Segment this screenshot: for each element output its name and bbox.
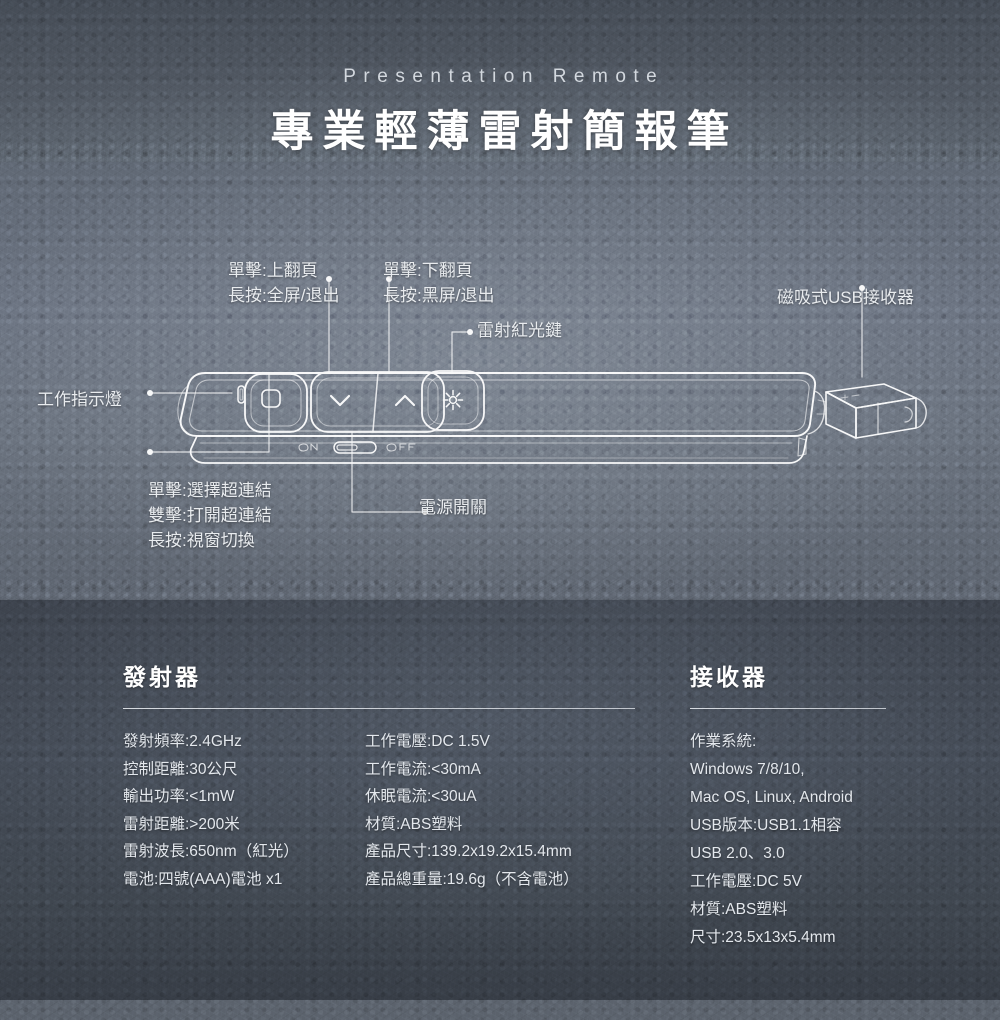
callout-line: 長按:視窗切換 xyxy=(148,531,255,550)
spec-line: 工作電壓:DC 5V xyxy=(690,873,802,890)
callout-line: 長按:全屏/退出 xyxy=(228,286,340,305)
callout-line: 長按:黑屏/退出 xyxy=(383,286,495,305)
hyperlink-button xyxy=(244,373,308,433)
callout-line: 雷射紅光鍵 xyxy=(477,321,562,340)
spec-title-receiver: 接收器 xyxy=(690,664,768,690)
callout-hyperlink-button: 單擊:選擇超連結 雙擊:打開超連結 長按:視窗切換 xyxy=(148,478,272,553)
divider xyxy=(123,708,635,709)
spec-line: 雷射距離:>200米 xyxy=(123,815,240,833)
spec-line: Mac OS, Linux, Android xyxy=(690,789,853,806)
remote-line-art xyxy=(147,276,927,515)
spec-group-receiver: 接收器 作業系統: Windows 7/8/10, Mac OS, Linux,… xyxy=(690,658,950,952)
callout-next-page: 單擊:下翻頁 長按:黑屏/退出 xyxy=(383,258,494,308)
spec-column-transmitter-2: 工作電壓:DC 1.5V 工作電流:<30mA 休眠電流:<30uA 材質:AB… xyxy=(365,728,635,893)
divider xyxy=(690,708,886,709)
power-switch xyxy=(298,441,416,454)
callout-line: 單擊:選擇超連結 xyxy=(148,481,272,500)
page-rocker xyxy=(310,371,445,433)
laser-sunburst-icon xyxy=(442,389,464,411)
eyebrow-title: Presentation Remote xyxy=(343,66,665,87)
specifications-section: 發射器 發射頻率:2.4GHz 控制距離:30公尺 輸出功率:<1mW 雷射距離… xyxy=(0,600,1000,1000)
callout-usb-receiver: 磁吸式USB接收器 xyxy=(777,285,914,310)
callout-power-switch: 電源開關 xyxy=(419,495,487,520)
callout-laser-key: 雷射紅光鍵 xyxy=(477,318,562,343)
callout-line: 磁吸式USB接收器 xyxy=(777,288,914,307)
spec-line: 產品尺寸:139.2x19.2x15.4mm xyxy=(365,843,572,860)
spec-line: 工作電壓:DC 1.5V xyxy=(365,733,490,750)
spec-line: Windows 7/8/10, xyxy=(690,761,805,778)
remote-body xyxy=(177,372,827,464)
spec-group-transmitter: 發射器 發射頻率:2.4GHz 控制距離:30公尺 輸出功率:<1mW 雷射距離… xyxy=(123,658,643,893)
spec-line: 材質:ABS塑料 xyxy=(365,815,463,833)
leader-lines xyxy=(149,278,863,513)
spec-line: 雷射波長:650nm（紅光） xyxy=(123,843,299,860)
spec-line: 電池:四號(AAA)電池 x1 xyxy=(123,870,283,888)
spec-line: 休眠電流:<30uA xyxy=(365,788,477,805)
spec-line: 輸出功率:<1mW xyxy=(123,788,235,805)
callout-line: 電源開關 xyxy=(419,498,487,517)
spec-line: 產品總重量:19.6g（不含電池） xyxy=(365,870,579,888)
spec-line: 發射頻率:2.4GHz xyxy=(123,733,242,750)
spec-line: 作業系統: xyxy=(690,733,757,750)
indicator-light xyxy=(237,385,246,404)
spec-line: 材質:ABS塑料 xyxy=(690,901,788,918)
callout-line: 單擊:下翻頁 xyxy=(383,261,473,280)
spec-column-transmitter-1: 發射頻率:2.4GHz 控制距離:30公尺 輸出功率:<1mW 雷射距離:>20… xyxy=(123,728,365,893)
laser-button xyxy=(421,370,485,431)
callout-line: 工作指示燈 xyxy=(37,390,122,409)
spec-title-transmitter: 發射器 xyxy=(123,664,201,690)
spec-line: 工作電流:<30mA xyxy=(365,760,481,778)
chevron-up-icon xyxy=(394,394,416,407)
callout-line: 雙擊:打開超連結 xyxy=(148,506,272,525)
spec-line: USB 2.0、3.0 xyxy=(690,845,785,862)
spec-line: 尺寸:23.5x13x5.4mm xyxy=(690,929,836,946)
switch-off-label xyxy=(386,443,416,452)
header: Presentation Remote 專業輕薄雷射簡報筆 xyxy=(0,0,1000,159)
page-title: 專業輕薄雷射簡報筆 xyxy=(270,108,739,156)
chevron-down-icon xyxy=(329,394,351,407)
product-illustration xyxy=(0,162,1000,600)
usb-receiver xyxy=(825,383,927,440)
spec-line: 控制距離:30公尺 xyxy=(123,760,238,778)
spec-column-receiver: 作業系統: Windows 7/8/10, Mac OS, Linux, And… xyxy=(690,728,853,952)
spec-line: USB版本:USB1.1相容 xyxy=(690,817,842,834)
switch-on-label xyxy=(298,443,318,452)
callout-indicator-light: 工作指示燈 xyxy=(37,387,122,412)
leader-dots xyxy=(147,276,865,515)
callout-prev-page: 單擊:上翻頁 長按:全屏/退出 xyxy=(228,258,339,308)
callout-line: 單擊:上翻頁 xyxy=(228,261,318,280)
